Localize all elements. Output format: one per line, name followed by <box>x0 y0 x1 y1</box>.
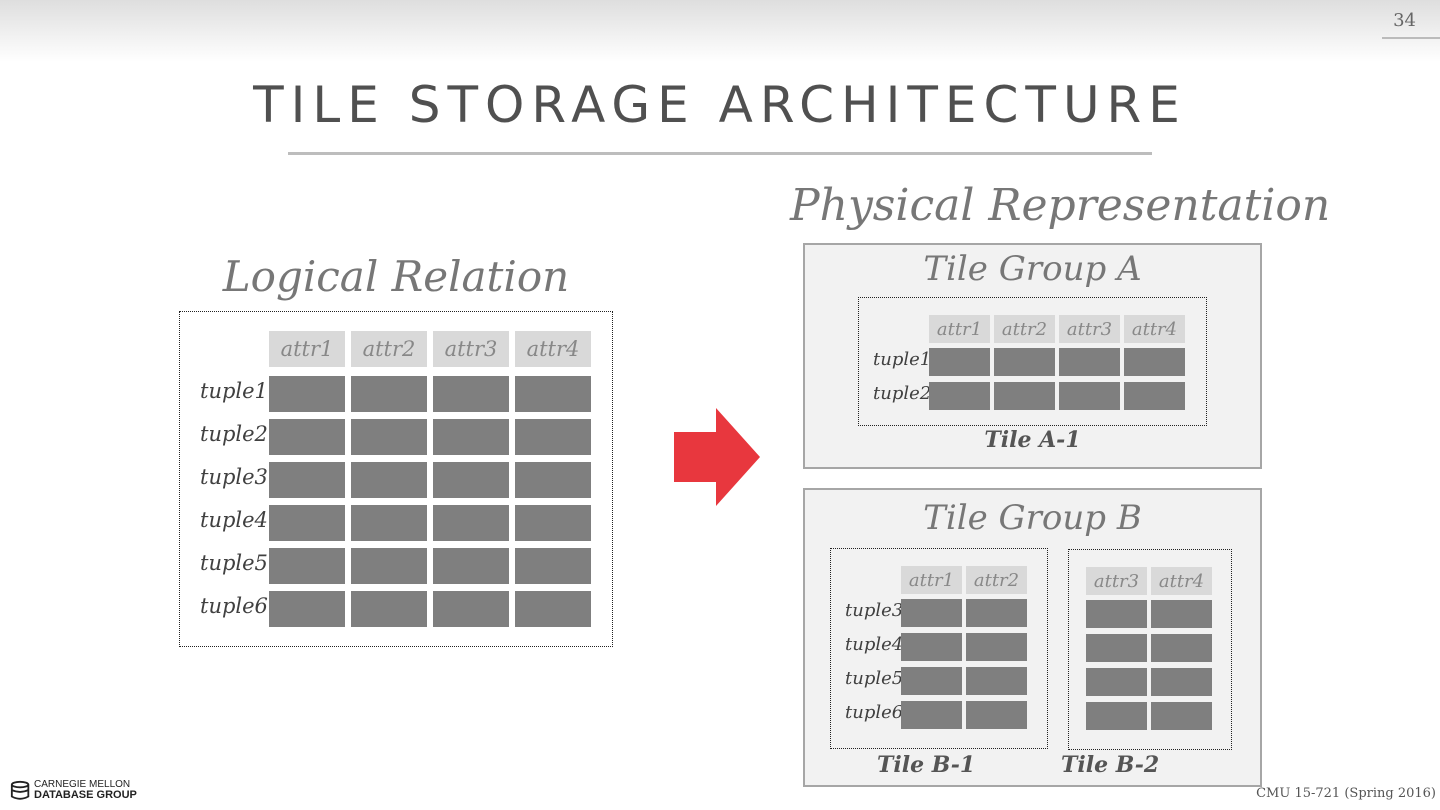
logical-cell <box>433 548 509 584</box>
database-logo-icon <box>10 780 30 800</box>
page-number: 34 <box>1393 10 1416 31</box>
slide-title: TILE STORAGE ARCHITECTURE <box>253 76 1187 134</box>
tile-b-1-cell <box>966 633 1027 661</box>
logical-cell <box>269 548 345 584</box>
logical-cell <box>351 462 427 498</box>
tile-a-1-row-label: tuple1 <box>873 349 932 371</box>
course-footer: CMU 15-721 (Spring 2016) <box>1256 786 1436 801</box>
transform-arrow-icon <box>674 408 760 506</box>
logical-cell <box>515 591 591 627</box>
tile-b-2-cell <box>1086 600 1147 628</box>
logical-row-label: tuple4 <box>200 508 268 533</box>
tile-a-1-label: Tile A-1 <box>984 427 1081 453</box>
tile-b-2-cell <box>1151 634 1212 662</box>
tile-b-2-cell <box>1086 702 1147 730</box>
logical-cell <box>433 505 509 541</box>
logical-cell <box>515 505 591 541</box>
tile-b-2-cell <box>1086 634 1147 662</box>
logical-cell <box>351 548 427 584</box>
tile-b-2-label: Tile B-2 <box>1061 752 1160 778</box>
logical-header-attr1: attr1 <box>269 331 345 367</box>
tile-b-1-cell <box>966 667 1027 695</box>
tile-b-2-cell <box>1151 702 1212 730</box>
logo-line-1: CARNEGIE MELLON <box>34 779 131 790</box>
logical-cell <box>515 376 591 412</box>
physical-representation-heading: Physical Representation <box>790 180 1331 231</box>
logical-cell <box>433 591 509 627</box>
tile-group-b-title: Tile Group B <box>923 498 1142 538</box>
tile-b-1-row-label: tuple5 <box>845 668 904 690</box>
tile-b-1-label: Tile B-1 <box>877 752 976 778</box>
tile-a-1-cell <box>929 382 990 410</box>
logical-cell <box>515 419 591 455</box>
tile-b-2-cell <box>1151 668 1212 696</box>
logical-cell <box>351 505 427 541</box>
tile-a-1-cell <box>994 348 1055 376</box>
logical-row-label: tuple2 <box>200 422 268 447</box>
page-number-underline <box>1382 37 1440 39</box>
tile-b-2-header-attr4: attr4 <box>1151 567 1212 595</box>
logical-header-attr4: attr4 <box>515 331 591 367</box>
tile-b-1-header-attr1: attr1 <box>901 566 962 594</box>
tile-a-1-cell <box>1059 382 1120 410</box>
tile-b-1-row-label: tuple3 <box>845 600 904 622</box>
tile-b-1-cell <box>901 599 962 627</box>
tile-a-1-header-attr2: attr2 <box>994 315 1055 343</box>
tile-a-1-cell <box>1124 382 1185 410</box>
tile-b-1-cell <box>966 599 1027 627</box>
tile-a-1-header-attr4: attr4 <box>1124 315 1185 343</box>
tile-b-2-cell <box>1086 668 1147 696</box>
tile-a-1-cell <box>929 348 990 376</box>
logo-text: CARNEGIE MELLON DATABASE GROUP <box>34 779 137 801</box>
tile-a-1-header-attr3: attr3 <box>1059 315 1120 343</box>
logical-cell <box>269 376 345 412</box>
logical-header-attr3: attr3 <box>433 331 509 367</box>
logical-row-label: tuple1 <box>200 379 268 404</box>
logical-cell <box>515 548 591 584</box>
logical-cell <box>269 419 345 455</box>
tile-b-1-row-label: tuple6 <box>845 702 904 724</box>
logical-cell <box>269 462 345 498</box>
tile-a-1-cell <box>994 382 1055 410</box>
logical-cell <box>433 419 509 455</box>
logical-cell <box>433 462 509 498</box>
logical-cell <box>515 462 591 498</box>
tile-a-1-header-attr1: attr1 <box>929 315 990 343</box>
logical-cell <box>351 591 427 627</box>
tile-b-1-cell <box>901 667 962 695</box>
logo-line-2: DATABASE GROUP <box>34 789 137 801</box>
tile-group-a-title: Tile Group A <box>923 249 1142 289</box>
tile-b-1-row-label: tuple4 <box>845 634 904 656</box>
logical-header-attr2: attr2 <box>351 331 427 367</box>
logical-row-label: tuple5 <box>200 551 268 576</box>
logical-row-label: tuple6 <box>200 594 268 619</box>
logical-relation-heading: Logical Relation <box>222 252 570 301</box>
tile-b-1-cell <box>901 701 962 729</box>
tile-b-2-cell <box>1151 600 1212 628</box>
logical-cell <box>433 376 509 412</box>
tile-b-2-header-attr3: attr3 <box>1086 567 1147 595</box>
logical-cell <box>351 419 427 455</box>
logical-cell <box>351 376 427 412</box>
tile-b-1-cell <box>901 633 962 661</box>
logical-row-label: tuple3 <box>200 465 268 490</box>
tile-b-1-cell <box>966 701 1027 729</box>
top-band <box>0 0 1440 62</box>
logical-cell <box>269 505 345 541</box>
tile-a-1-cell <box>1124 348 1185 376</box>
title-underline <box>288 152 1152 155</box>
logical-cell <box>269 591 345 627</box>
tile-a-1-cell <box>1059 348 1120 376</box>
tile-a-1-row-label: tuple2 <box>873 383 932 405</box>
tile-b-1-header-attr2: attr2 <box>966 566 1027 594</box>
